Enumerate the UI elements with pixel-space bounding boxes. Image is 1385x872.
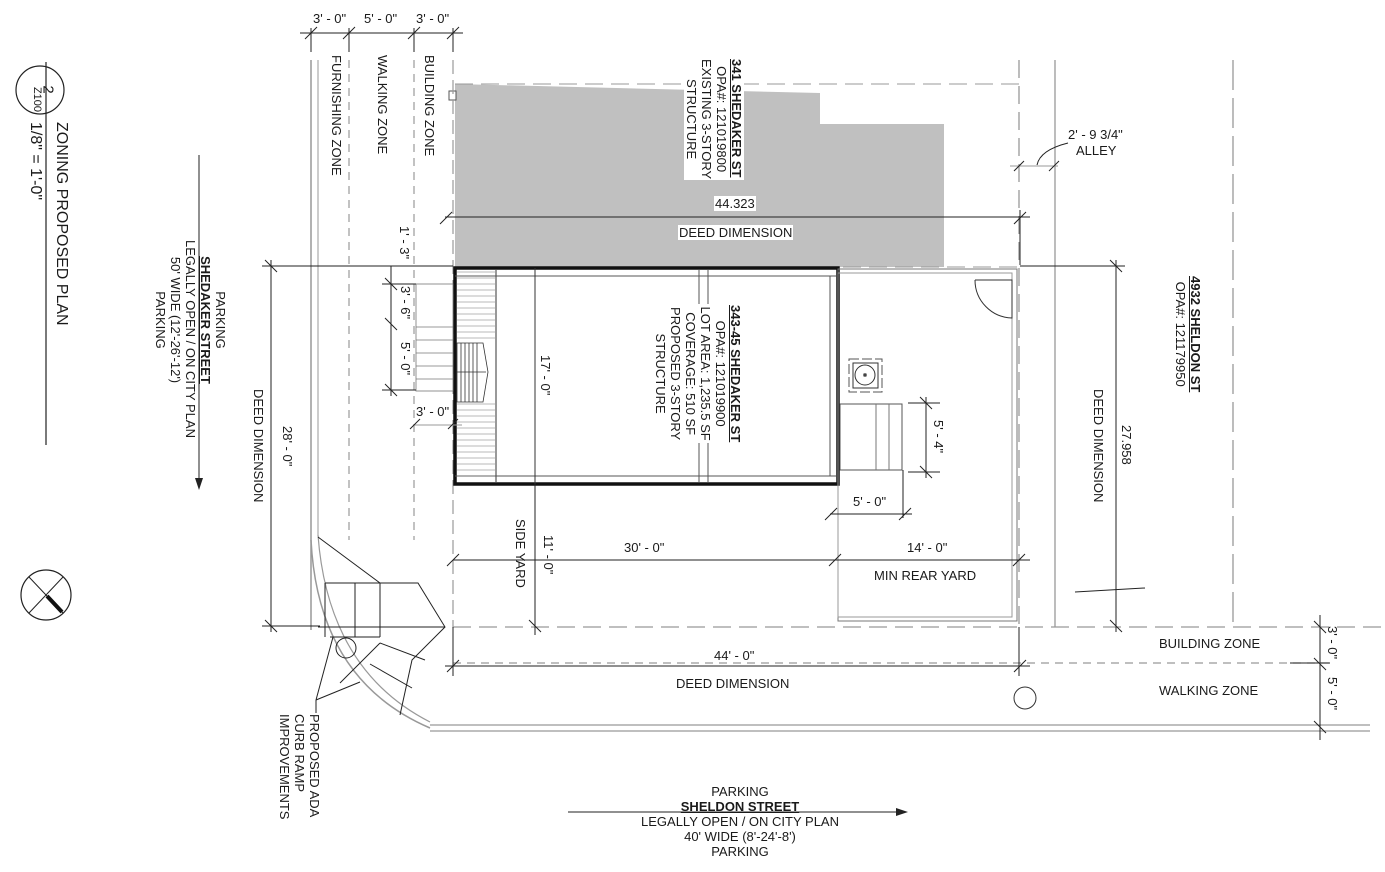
ada-ramp-note: PROPOSED ADA CURB RAMP IMPROVEMENTS bbox=[277, 714, 322, 819]
sheldon-parking-1: PARKING bbox=[711, 784, 769, 799]
concrete-stoop bbox=[415, 283, 454, 392]
bottom-deed-value: 44' - 0" bbox=[714, 648, 755, 663]
left-deed-value: 28' - 0" bbox=[280, 426, 295, 467]
sheldon-legal: LEGALLY OPEN / ON CITY PLAN bbox=[641, 814, 839, 829]
dim-walking-width: 5' - 0" bbox=[364, 11, 398, 26]
parcel-341-label: 341 SHEDAKER ST OPA#: 121019800 EXISTING… bbox=[684, 58, 744, 181]
parcel-341-desc1: EXISTING 3-STORY bbox=[699, 58, 714, 181]
dim-furnishing-width: 3' - 0" bbox=[313, 11, 347, 26]
rear-yard-value: 14' - 0" bbox=[907, 540, 948, 555]
left-deed-label: DEED DIMENSION bbox=[251, 389, 266, 503]
building-zone-label: BUILDING ZONE bbox=[422, 55, 437, 157]
ada-line-2: CURB RAMP bbox=[292, 714, 307, 793]
ada-line-3: IMPROVEMENTS bbox=[277, 714, 292, 820]
furnishing-zone-label: FURNISHING ZONE bbox=[329, 55, 344, 176]
top-deed-label: DEED DIMENSION bbox=[678, 225, 794, 240]
top-deed-value: 44.323 bbox=[714, 196, 756, 211]
detail-bubble-icon bbox=[15, 62, 65, 445]
alley-label: ALLEY bbox=[1076, 143, 1117, 158]
north-arrow-icon bbox=[20, 569, 72, 621]
proposed-building-outline bbox=[453, 266, 840, 630]
sheldon-street-label: PARKING SHELDON STREET LEGALLY OPEN / ON… bbox=[630, 784, 850, 859]
right-deed-label: DEED DIMENSION bbox=[1091, 389, 1106, 503]
shedaker-width: 50' WIDE (12'-26'-12') bbox=[168, 256, 183, 384]
rear-stair-width: 5' - 4" bbox=[931, 420, 946, 454]
parcel-343-coverage: COVERAGE: 510 SF bbox=[683, 304, 698, 444]
parcel-343-lot-area: LOT AREA: 1,235.5 SF bbox=[698, 304, 713, 444]
rear-stair-depth: 5' - 0" bbox=[853, 494, 887, 509]
side-yard-label: SIDE YARD bbox=[513, 519, 528, 588]
shedaker-street-name: SHEDAKER STREET bbox=[198, 256, 213, 384]
sheldon-width: 40' WIDE (8'-24'-8') bbox=[684, 829, 796, 844]
bottom-walking-zone: WALKING ZONE bbox=[1159, 683, 1259, 698]
alley-width: 2' - 9 3/4" bbox=[1068, 127, 1123, 142]
parcel-341-address: 341 SHEDAKER ST bbox=[729, 58, 744, 181]
front-porch-hatch bbox=[457, 271, 495, 477]
parcel-4932-label: 4932 SHELDON ST OPA#: 121179950 bbox=[1173, 276, 1203, 392]
bottom-deed-label: DEED DIMENSION bbox=[676, 676, 790, 691]
front-stair bbox=[456, 342, 489, 403]
drawing-scale: 1/8" = 1'-0" bbox=[27, 122, 44, 201]
drawing-title: ZONING PROPOSED PLAN bbox=[53, 122, 70, 326]
right-deed-value: 27.958 bbox=[1119, 425, 1134, 465]
shedaker-street-label: PARKING SHEDAKER STREET LEGALLY OPEN / O… bbox=[153, 240, 228, 438]
sheet-number: Z100 bbox=[31, 86, 44, 113]
parcel-4932-address: 4932 SHELDON ST bbox=[1188, 276, 1203, 393]
walking-zone-label: WALKING ZONE bbox=[375, 55, 390, 155]
parcel-343-opa: OPA#: 121019900 bbox=[713, 304, 728, 444]
side-yard-value: 11' - 0" bbox=[541, 535, 556, 575]
rear-yard-label: MIN REAR YARD bbox=[874, 568, 977, 583]
building-depth: 17' - 0" bbox=[538, 355, 553, 396]
setback-1-3: 1' - 3" bbox=[397, 226, 412, 260]
dim-building-width: 3' - 0" bbox=[416, 11, 450, 26]
sheldon-street-name: SHELDON STREET bbox=[680, 799, 800, 814]
building-length: 30' - 0" bbox=[624, 540, 665, 555]
parcel-4932-opa: OPA#: 121179950 bbox=[1173, 281, 1188, 387]
parcel-343-address: 343-45 SHEDAKER ST bbox=[728, 304, 743, 444]
stoop-3-0: 3' - 0" bbox=[416, 404, 450, 419]
parcel-343-label: 343-45 SHEDAKER ST OPA#: 121019900 LOT A… bbox=[653, 304, 743, 444]
bottom-building-zone: BUILDING ZONE bbox=[1159, 636, 1261, 651]
parcel-343-desc1: PROPOSED 3-STORY bbox=[668, 304, 683, 444]
parcel-343-desc2: STRUCTURE bbox=[653, 304, 668, 444]
ada-curb-ramp bbox=[315, 536, 446, 716]
parcel-341-desc2: STRUCTURE bbox=[684, 58, 699, 181]
shedaker-parking-2: PARKING bbox=[153, 291, 168, 349]
rear-yard bbox=[837, 268, 1037, 710]
sheldon-parking-2: PARKING bbox=[711, 844, 769, 859]
zone-dim-3-0: 3' - 0" bbox=[1325, 626, 1340, 660]
ada-line-1: PROPOSED ADA bbox=[307, 714, 322, 818]
zone-dim-5-0: 5' - 0" bbox=[1325, 677, 1340, 711]
shedaker-parking-1: PARKING bbox=[213, 291, 228, 349]
parcel-341-opa: OPA#: 121019800 bbox=[714, 58, 729, 181]
stoop-3-6: 3' - 6" bbox=[398, 286, 413, 320]
stoop-5-0: 5' - 0" bbox=[398, 342, 413, 376]
shedaker-legal: LEGALLY OPEN / ON CITY PLAN bbox=[183, 240, 198, 438]
